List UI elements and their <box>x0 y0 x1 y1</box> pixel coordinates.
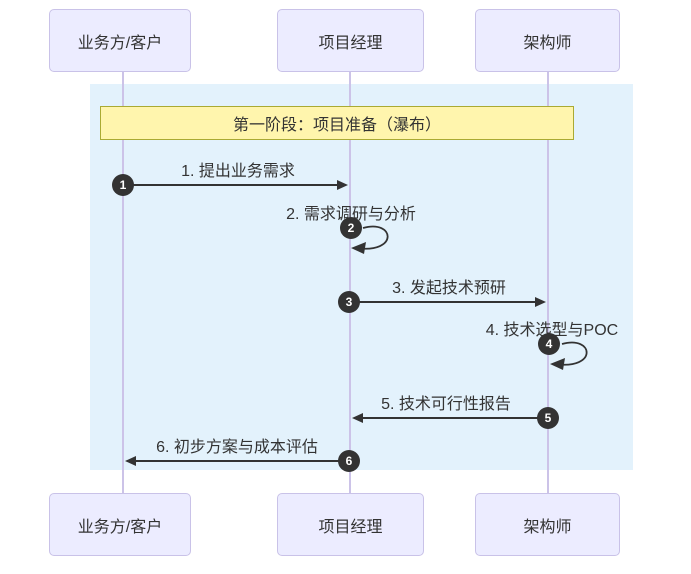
message-5-line <box>362 417 548 419</box>
message-5-label: 5. 技术可行性报告 <box>381 396 511 413</box>
actor-business-top-label: 业务方/客户 <box>77 34 163 52</box>
actor-pm-bottom: 项目经理 <box>277 493 424 556</box>
phase-note: 第一阶段：项目准备（瀑布） <box>100 106 574 140</box>
phase-background-rect <box>90 84 633 470</box>
message-1-number-badge: 1 <box>112 174 134 196</box>
lifeline-pm <box>349 72 351 493</box>
message-1-line <box>123 184 338 186</box>
message-6-arrowhead-icon <box>125 456 136 466</box>
message-3-line <box>349 301 536 303</box>
actor-pm-bottom-label: 项目经理 <box>318 518 383 536</box>
message-6-line <box>136 460 349 462</box>
message-5-number-badge: 5 <box>537 407 559 429</box>
message-2-label: 2. 需求调研与分析 <box>286 206 416 223</box>
lifeline-business <box>122 72 124 493</box>
message-3-number-badge: 3 <box>338 291 360 313</box>
message-3-arrowhead-icon <box>535 297 546 307</box>
actor-architect-bottom: 架构师 <box>475 493 620 556</box>
message-4-label: 4. 技术选型与POC <box>485 322 619 339</box>
message-1-label: 1. 提出业务需求 <box>181 163 295 180</box>
actor-business-top: 业务方/客户 <box>49 9 191 72</box>
actor-architect-top-label: 架构师 <box>523 34 572 52</box>
message-5-arrowhead-icon <box>352 413 363 423</box>
message-2-number-badge: 2 <box>340 217 362 239</box>
actor-business-bottom: 业务方/客户 <box>49 493 191 556</box>
message-3-label: 3. 发起技术预研 <box>392 280 506 297</box>
lifeline-architect <box>547 72 549 493</box>
phase-note-label: 第一阶段：项目准备（瀑布） <box>232 117 441 134</box>
actor-architect-top: 架构师 <box>475 9 620 72</box>
actor-business-bottom-label: 业务方/客户 <box>77 518 163 536</box>
message-4-self-loop-arrow <box>550 341 588 370</box>
actor-pm-top: 项目经理 <box>277 9 424 72</box>
message-6-label: 6. 初步方案与成本评估 <box>156 439 318 456</box>
message-4-number-badge: 4 <box>538 333 560 355</box>
message-2-self-loop-arrow <box>351 225 389 254</box>
actor-pm-top-label: 项目经理 <box>318 34 383 52</box>
message-6-number-badge: 6 <box>338 450 360 472</box>
message-1-arrowhead-icon <box>337 180 348 190</box>
actor-architect-bottom-label: 架构师 <box>523 518 572 536</box>
